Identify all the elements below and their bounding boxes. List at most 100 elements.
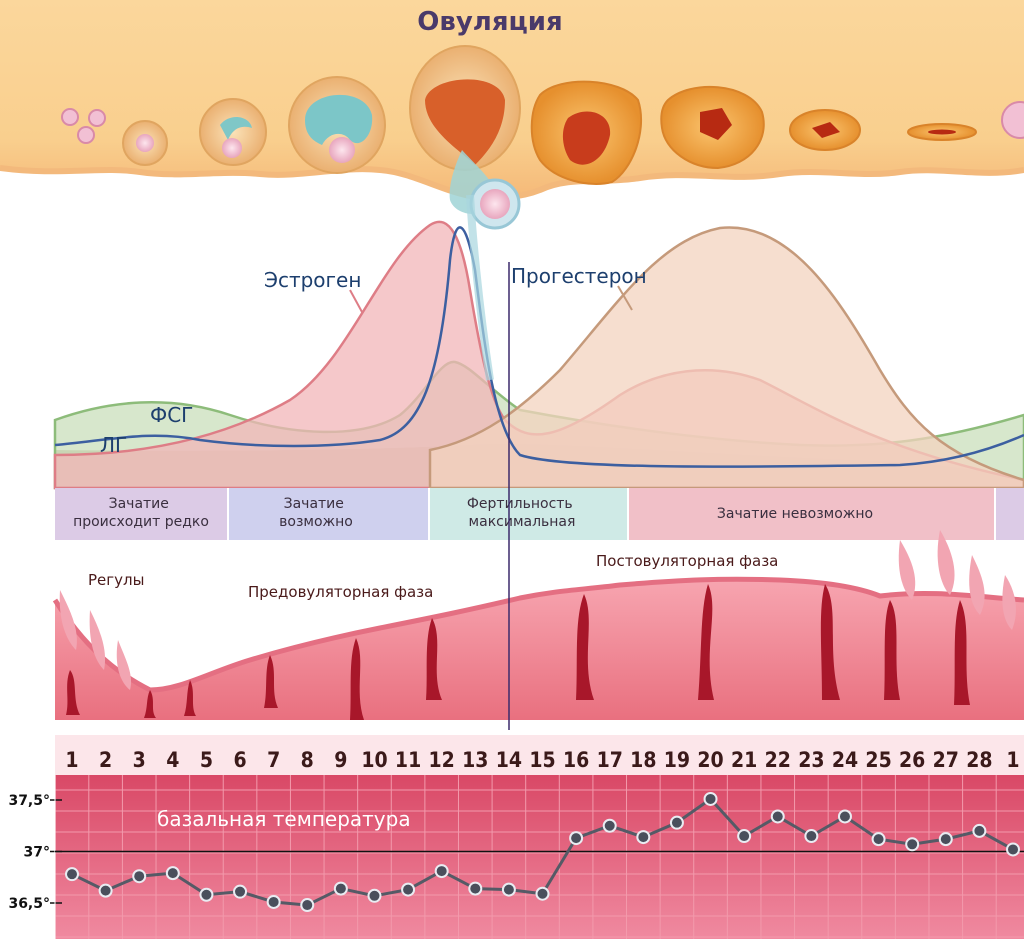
temperature-point: [1006, 842, 1020, 857]
basal-temperature-chart: базальная температура 37,5°37°36,5°: [8, 775, 1024, 939]
temperature-point: [132, 869, 147, 884]
menses-label: Регулы: [88, 571, 144, 589]
progesterone-label-text: Прогестерон: [511, 264, 647, 288]
day-label: 5: [200, 748, 213, 772]
ruptured-follicle: [530, 80, 643, 185]
temperature-point: [837, 809, 852, 824]
temperature-point: [535, 886, 550, 901]
day-label: 26: [899, 748, 925, 772]
temperature-point: [501, 882, 516, 897]
day-label: 28: [966, 748, 992, 772]
day-label: 9: [334, 748, 347, 772]
day-label: 12: [429, 748, 455, 772]
lh-curve: [54, 226, 1024, 468]
estrogen-label: Эстроген: [264, 268, 363, 313]
day-label: 11: [395, 748, 421, 772]
zone-rare-bg: [55, 488, 228, 540]
day-label: 19: [664, 748, 690, 772]
temperature-point: [98, 883, 113, 898]
temperature-point: [367, 888, 382, 903]
temperature-point: [938, 832, 953, 847]
corpus-albicans: [907, 123, 977, 141]
temperature-point: [972, 823, 987, 838]
menstrual-shedding: [59, 530, 1016, 690]
day-label: 7: [267, 748, 280, 772]
preovulatory-label: Предовуляторная фаза: [248, 583, 433, 601]
zone-possible-line2: возможно: [279, 514, 353, 530]
temperature-point: [703, 791, 718, 806]
temperature-point: [233, 884, 248, 899]
zone-impossible-label: Зачатие невозможно: [717, 506, 873, 522]
lh-surge-stream: [466, 194, 494, 381]
day-label: 20: [697, 748, 723, 772]
secondary-follicle: [199, 98, 267, 166]
endometrium-lining: [55, 579, 1024, 720]
temperature-point: [65, 867, 79, 882]
corpus-luteum: [660, 85, 765, 170]
zone-rare-label: Зачатие происходит редко: [73, 496, 209, 530]
zone-rare-line2: происходит редко: [73, 514, 209, 530]
day-label: 6: [233, 748, 246, 772]
day-row-bg: [55, 735, 1024, 775]
released-oocyte: [469, 178, 521, 230]
day-label: 23: [798, 748, 824, 772]
temperature-point: [905, 837, 920, 852]
postovulatory-label: Постовуляторная фаза: [596, 552, 778, 570]
zone-rare-line1: Зачатие: [109, 496, 169, 512]
day-label: 24: [832, 748, 858, 772]
y-tick-label: 37°: [24, 845, 50, 861]
progesterone-curve: [428, 226, 1024, 490]
zone-possible-label: Зачатие возможно: [279, 496, 353, 530]
zone-next-bg: [995, 488, 1024, 540]
endometrium-surface: [52, 576, 1024, 693]
temperature-point: [669, 815, 684, 830]
day-label-ovulation: 14: [496, 748, 522, 772]
temperature-point: [737, 829, 752, 844]
day-label: 10: [361, 748, 387, 772]
lh-label: ЛГ: [100, 433, 127, 457]
endometrial-glands: [66, 584, 970, 720]
y-tick-label: 36,5°: [8, 896, 50, 912]
day-label: 2: [99, 748, 112, 772]
temperature-point: [468, 881, 483, 896]
antral-follicle: [288, 76, 386, 174]
zone-possible-bg: [228, 488, 429, 540]
ovulation-title: Овуляция: [417, 7, 562, 37]
day-label: 15: [529, 748, 555, 772]
temperature-point: [602, 818, 617, 833]
temperature-point: [333, 881, 348, 896]
fertility-zones: Зачатие происходит редко Зачатие возможн…: [55, 488, 1024, 540]
day-label: 4: [166, 748, 179, 772]
day-label: 21: [731, 748, 757, 772]
zone-max-line2: максимальная: [469, 514, 576, 530]
temperature-point: [770, 809, 785, 824]
zone-max-label: Фертильность максимальная: [467, 496, 577, 530]
temperature-point: [199, 887, 214, 902]
temperature-point: [165, 866, 180, 881]
day-label: 17: [597, 748, 623, 772]
y-tick-label: 37,5°: [8, 793, 50, 809]
zone-possible-line1: Зачатие: [284, 496, 344, 512]
day-label: 13: [462, 748, 488, 772]
day-label: 8: [301, 748, 314, 772]
primordial-follicles: [61, 108, 106, 144]
temperature-point: [804, 829, 819, 844]
edge-follicle: [1001, 101, 1024, 139]
endometrium: Регулы Предовуляторная фаза Постовулятор…: [52, 530, 1024, 720]
temperature-point: [401, 882, 416, 897]
day-label: 16: [563, 748, 589, 772]
hormone-curves: Эстроген Прогестерон ФСГ ЛГ: [53, 194, 1024, 490]
progesterone-label: Прогестерон: [511, 264, 647, 311]
temperature-point: [636, 830, 651, 845]
temperature-series: [65, 791, 1020, 913]
regressing-corpus-luteum: [789, 109, 861, 151]
temperature-y-axis: 37,5° 37° 36,5°: [8, 775, 62, 939]
day-label: 18: [630, 748, 656, 772]
temperature-chart-bg: [55, 775, 1024, 939]
temperature-point: [871, 832, 886, 847]
temperature-point: [569, 831, 584, 846]
zone-impossible-bg: [628, 488, 995, 540]
